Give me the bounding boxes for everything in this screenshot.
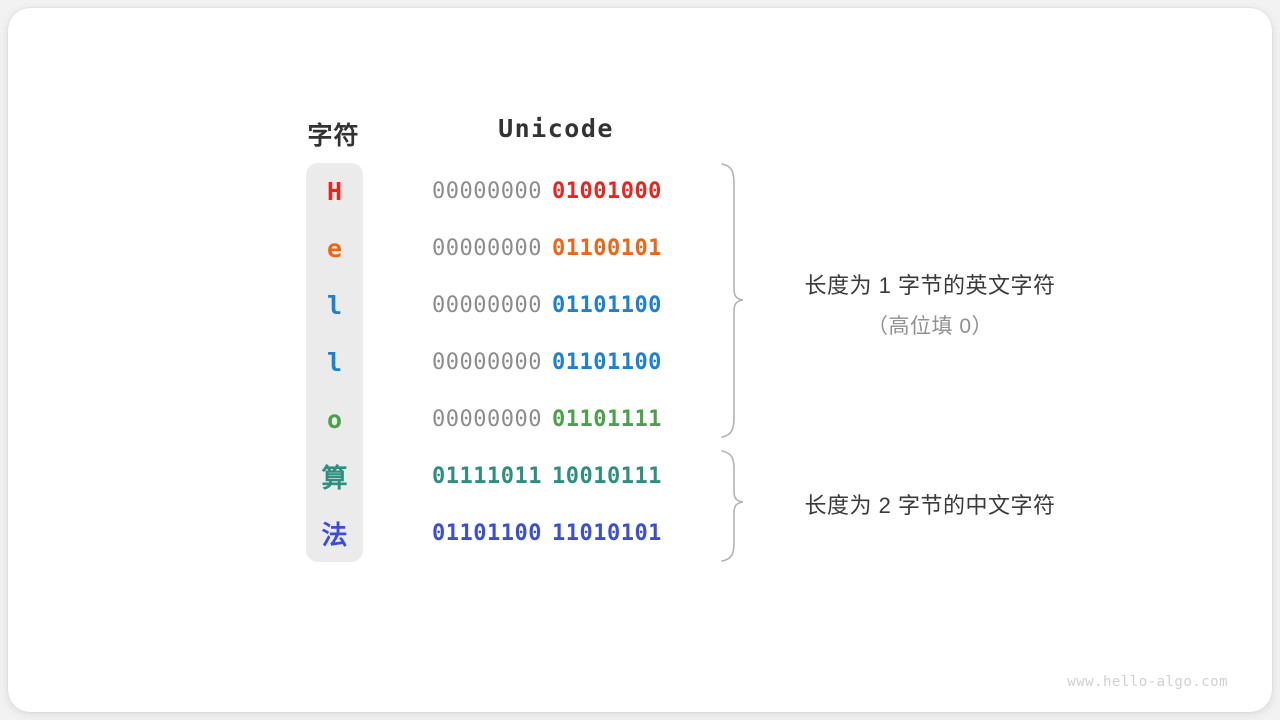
- unicode-bits-cell: 00000000 01101100: [432, 334, 662, 391]
- annotation-chinese-bytes: 长度为 2 字节的中文字符: [760, 488, 1100, 520]
- unicode-bits-cell: 00000000 01001000: [432, 163, 662, 220]
- high-byte: 00000000: [432, 236, 542, 261]
- table-row: e 00000000 01100101: [306, 220, 726, 277]
- high-byte: 00000000: [432, 350, 542, 375]
- character-cell: 法: [321, 521, 348, 551]
- table-row: H 00000000 01001000: [306, 163, 726, 220]
- unicode-bits-cell: 00000000 01101111: [432, 391, 662, 448]
- character-cell: e: [326, 234, 343, 263]
- column-header-character: 字符: [307, 122, 360, 150]
- character-cell: H: [326, 177, 343, 206]
- low-byte: 01100101: [551, 236, 662, 261]
- annotation-english-line1: 长度为 1 字节的英文字符: [804, 273, 1056, 298]
- high-byte: 01101100: [432, 521, 542, 546]
- high-byte: 01111011: [432, 464, 542, 489]
- annotation-chinese-line1: 长度为 2 字节的中文字符: [804, 493, 1056, 518]
- high-byte: 00000000: [432, 179, 542, 204]
- table-row: 法 01101100 11010101: [306, 505, 726, 562]
- table-row: l 00000000 01101100: [306, 277, 726, 334]
- high-byte: 00000000: [432, 407, 542, 432]
- unicode-bits-cell: 00000000 01101100: [432, 277, 662, 334]
- character-cell: l: [326, 291, 343, 320]
- character-cell: 算: [321, 464, 348, 494]
- low-byte: 01101111: [551, 407, 662, 432]
- unicode-bits-cell: 00000000 01100101: [432, 220, 662, 277]
- figure-card: [8, 8, 1272, 712]
- unicode-bits-cell: 01101100 11010101: [432, 505, 662, 562]
- table-row: o 00000000 01101111: [306, 391, 726, 448]
- high-byte: 00000000: [432, 293, 542, 318]
- low-byte: 01001000: [551, 179, 662, 204]
- annotation-english-line2: （高位填 0）: [866, 315, 993, 338]
- table-row: 算 01111011 10010111: [306, 448, 726, 505]
- low-byte: 10010111: [551, 464, 662, 489]
- character-cell: l: [326, 348, 343, 377]
- watermark-url: www.hello-algo.com: [1067, 674, 1228, 690]
- low-byte: 11010101: [551, 521, 662, 546]
- unicode-bits-cell: 01111011 10010111: [432, 448, 662, 505]
- character-cell: o: [326, 405, 343, 434]
- column-header-unicode: Unicode: [498, 114, 614, 143]
- table-row: l 00000000 01101100: [306, 334, 726, 391]
- low-byte: 01101100: [551, 293, 662, 318]
- low-byte: 01101100: [551, 350, 662, 375]
- annotation-english-bytes: 长度为 1 字节的英文字符 （高位填 0）: [760, 268, 1100, 340]
- character-column-panel: [306, 163, 363, 562]
